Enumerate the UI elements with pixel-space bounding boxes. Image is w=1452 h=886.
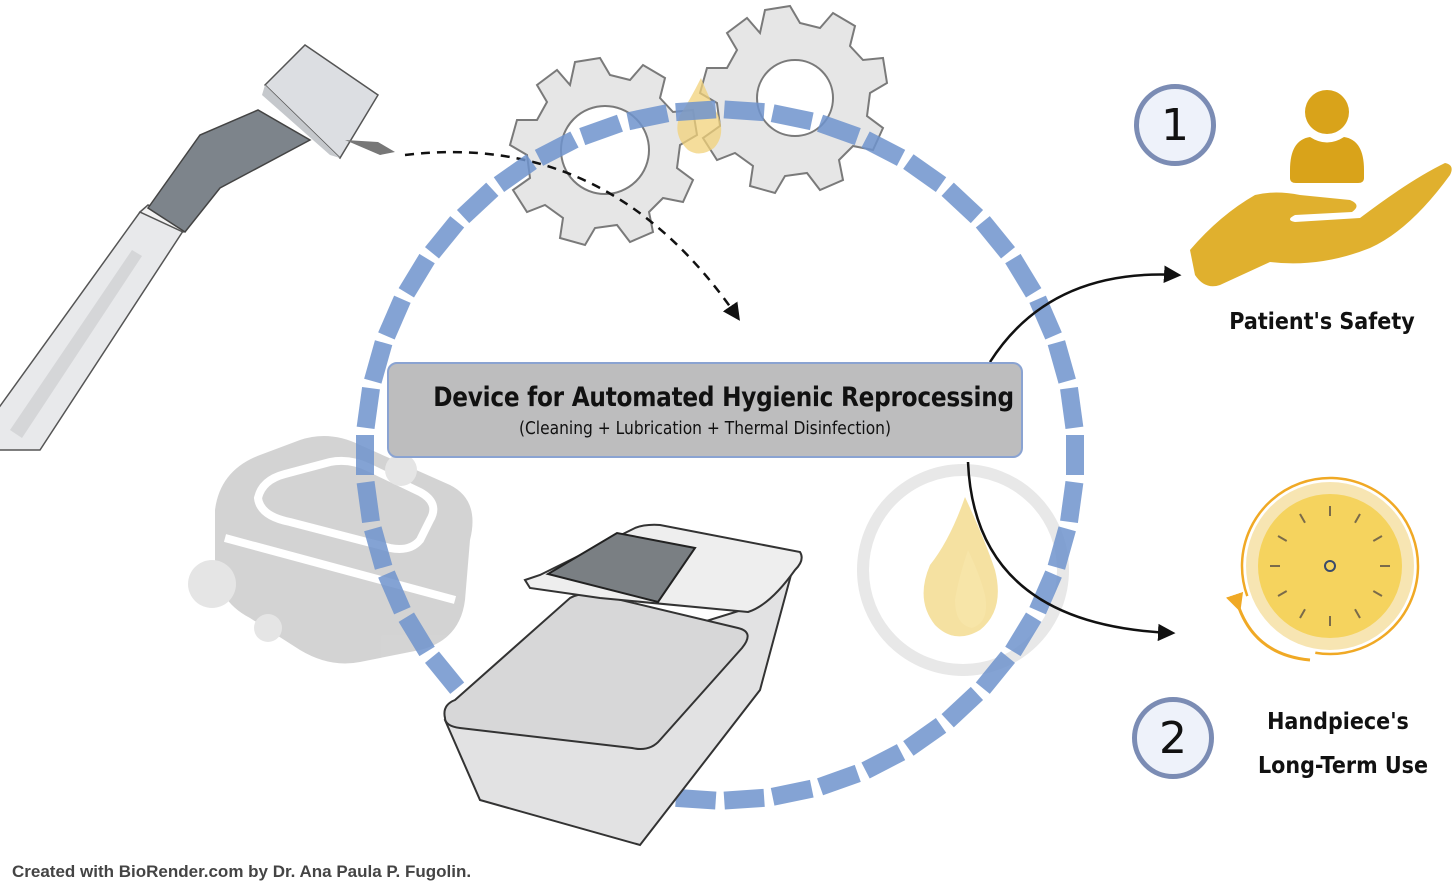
ring-dash-segment: [861, 131, 906, 166]
clock-tick: [1372, 590, 1383, 597]
clock-tick: [1277, 590, 1288, 597]
ring-dash-segment: [770, 104, 814, 131]
ring-dash-segment: [1005, 612, 1042, 657]
outcome-2-label-line1: Handpiece's: [1267, 709, 1409, 735]
ring-dash-segment: [456, 182, 499, 224]
ring-dash-segment: [975, 651, 1015, 694]
process-cycle-ring: [356, 100, 1084, 810]
ring-dash-segment: [1060, 480, 1084, 524]
ring-dash-segment: [1047, 526, 1076, 570]
ring-dash-segment: [364, 526, 393, 570]
arrow-to-outcome-1: [988, 265, 1182, 363]
ring-dash-segment: [817, 114, 861, 146]
clock-cycle-icon: [1225, 476, 1420, 662]
hand-person-icon: [1190, 90, 1452, 287]
ring-dash-segment: [1047, 340, 1076, 384]
outcome-1-number-badge: 1: [1134, 84, 1216, 166]
ring-dash-segment: [493, 154, 537, 192]
ring-dash-segment: [975, 216, 1015, 259]
ring-dash-segment: [723, 100, 765, 122]
reprocessing-device-icon: [443, 523, 803, 847]
ring-dash-segment: [378, 295, 411, 340]
ring-dash-segment: [356, 435, 374, 475]
ring-dash-segment: [356, 480, 380, 524]
ring-dash-segment: [817, 764, 861, 796]
clock-tick: [1372, 535, 1383, 542]
ring-dash-segment: [903, 154, 947, 192]
ring-dash-segment: [378, 570, 411, 615]
ring-dash-segment: [425, 216, 465, 259]
ring-dash-segment: [1066, 435, 1084, 475]
outcome-2-label-line2: Long-Term Use: [1257, 753, 1429, 779]
ring-dash-segment: [941, 182, 984, 224]
ring-dash-segment: [579, 114, 623, 146]
clock-tick: [1354, 608, 1361, 619]
soap-bubbles-icon: [188, 436, 473, 664]
ring-dash-segment: [1029, 295, 1062, 340]
ring-dash-segment: [861, 744, 906, 779]
ring-dash-segment: [364, 340, 393, 384]
flame-cycle-icon: [857, 464, 1069, 676]
ring-dash-segment: [770, 779, 814, 806]
outcome-1-label: Patient's Safety: [1229, 309, 1415, 335]
ring-dash-segment: [941, 686, 984, 728]
clock-tick: [1299, 608, 1306, 619]
ring-dash-segment: [626, 104, 670, 131]
ring-dash-segment: [675, 100, 717, 122]
clock-tick: [1277, 535, 1288, 542]
ring-dash-segment: [723, 788, 765, 810]
ring-dash-segment: [675, 788, 717, 810]
clock-tick: [1354, 513, 1361, 524]
dashed-input-arrow: [404, 150, 740, 321]
reprocessing-device-box: Device for Automated Hygienic Reprocessi…: [387, 362, 1023, 458]
clock-tick: [1299, 513, 1306, 524]
ring-dash-segment: [398, 612, 435, 657]
ring-dash-segment: [398, 253, 435, 298]
outcome-2-number-badge: 2: [1132, 697, 1214, 779]
ring-dash-segment: [356, 386, 380, 430]
ring-dash-segment: [534, 131, 579, 166]
ring-dash-segment: [1005, 253, 1042, 298]
ring-dash-segment: [1029, 570, 1062, 615]
credit-footer: Created with BioRender.com by Dr. Ana Pa…: [12, 862, 472, 881]
gears-icon: [508, 4, 889, 247]
ring-dash-segment: [903, 718, 947, 756]
center-title: Device for Automated Hygienic Reprocessi…: [433, 382, 1014, 413]
arrow-to-outcome-2: [966, 461, 1176, 642]
ring-dash-segment: [425, 651, 465, 694]
center-subtitle: (Cleaning + Lubrication + Thermal Disinf…: [518, 418, 892, 439]
ring-dash-segment: [1060, 386, 1084, 430]
dental-handpiece-icon: [0, 44, 395, 451]
